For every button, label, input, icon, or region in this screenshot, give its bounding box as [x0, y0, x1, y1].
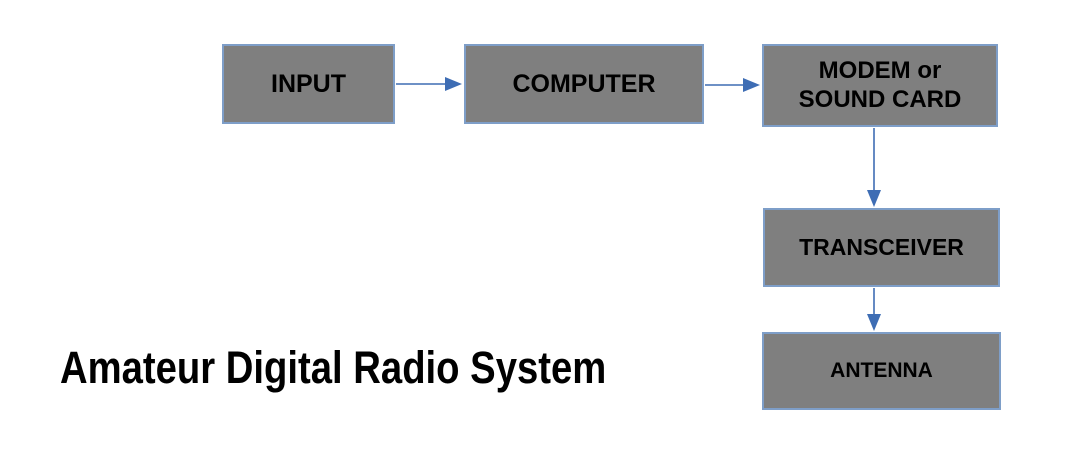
node-input-label: INPUT	[271, 70, 346, 98]
arrow-transceiver-to-antenna	[867, 288, 881, 331]
node-transceiver-label: TRANSCEIVER	[799, 233, 964, 260]
arrow-input-to-computer	[396, 77, 462, 91]
node-modem-or-sound-card: MODEM or SOUND CARD	[762, 44, 998, 127]
node-input: INPUT	[222, 44, 395, 124]
arrow-modem-to-transceiver	[867, 128, 881, 207]
node-antenna: ANTENNA	[762, 332, 1001, 410]
node-transceiver: TRANSCEIVER	[763, 208, 1000, 287]
arrow-computer-to-modem	[705, 78, 760, 92]
node-antenna-label: ANTENNA	[830, 359, 933, 383]
node-computer: COMPUTER	[464, 44, 704, 124]
diagram-title: Amateur Digital Radio System	[60, 342, 607, 393]
node-computer-label: COMPUTER	[512, 70, 656, 98]
node-modem-or-sound-card-label: MODEM or SOUND CARD	[798, 56, 962, 113]
